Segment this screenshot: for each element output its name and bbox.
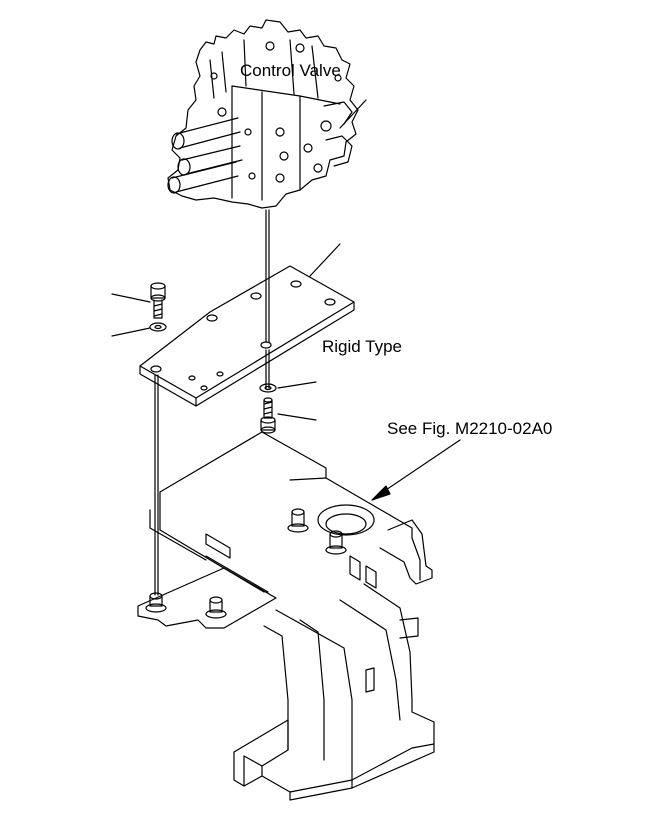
control-valve-drawing xyxy=(168,20,366,208)
assembly-guide-lines xyxy=(155,210,269,595)
left-bolt xyxy=(112,283,165,318)
right-bolt xyxy=(261,398,316,433)
left-washer xyxy=(112,323,166,336)
fig-reference-arrow xyxy=(372,440,460,500)
see-fig-label: See Fig. M2210-02A0 xyxy=(387,419,553,438)
control-valve-label: Control Valve xyxy=(240,61,341,80)
mounting-bracket xyxy=(138,432,434,800)
right-washer xyxy=(260,382,316,392)
rigid-type-label: Rigid Type xyxy=(322,337,403,356)
rigid-mount-plate xyxy=(140,244,354,406)
